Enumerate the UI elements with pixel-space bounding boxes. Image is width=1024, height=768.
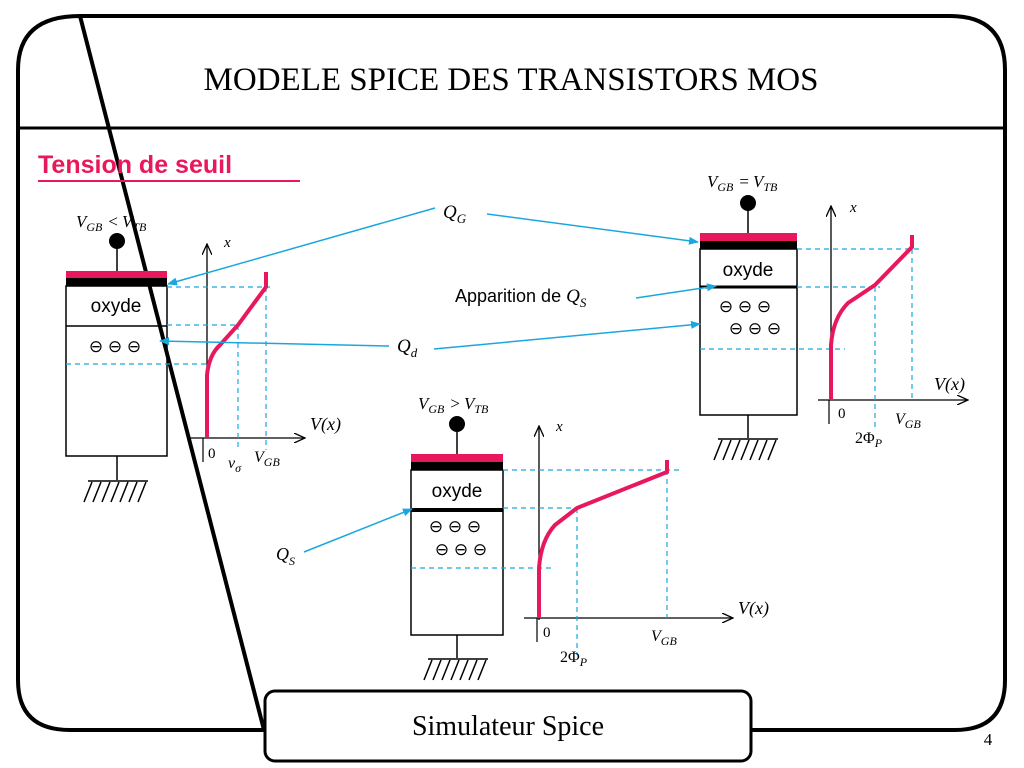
page-title: MODELE SPICE DES TRANSISTORS MOS	[204, 62, 819, 98]
oxide-label: oxyde	[723, 260, 774, 281]
arrow-qs-right	[635, 283, 717, 299]
condition-center: VGB>VTB	[418, 394, 489, 416]
arrow-qd-right	[433, 320, 701, 350]
ground-symbol	[83, 480, 148, 503]
qg-label: QG	[443, 202, 467, 226]
section-subtitle: Tension de seuil	[38, 151, 232, 179]
inversion-charges: ⊖ ⊖ ⊖	[429, 517, 481, 536]
potential-curve	[205, 272, 268, 438]
gate-contact	[109, 233, 125, 249]
device-left: VGB<VTB oxyde ⊖ ⊖ ⊖ x V(x) 0 vσ VGB	[65, 212, 341, 503]
two-phi-label: 2ΦP	[855, 430, 883, 450]
gate-metal	[411, 454, 503, 462]
footer-box: Simulateur Spice	[263, 689, 753, 763]
slide-frame	[16, 13, 1007, 732]
oxide-label: oxyde	[91, 296, 142, 317]
arrow-qg-right	[486, 213, 699, 245]
qd-label: Qd	[397, 336, 418, 360]
arrow-qs-center	[303, 508, 413, 553]
device-center: VGB>VTB oxyde ⊖ ⊖ ⊖ ⊖ ⊖ ⊖ x V(x) 0 VGB	[410, 394, 769, 681]
gate-metal	[700, 233, 797, 241]
axis-label-x: x	[555, 419, 563, 435]
origin-label: 0	[208, 446, 216, 462]
guide-lines	[411, 469, 682, 655]
potential-curve	[537, 460, 669, 618]
axis-label-v: V(x)	[738, 598, 769, 619]
gate-metal	[66, 271, 167, 278]
potential-curve	[829, 235, 914, 400]
origin-label: 0	[838, 406, 846, 422]
axis-label-x: x	[849, 200, 857, 216]
axis-label-v: V(x)	[310, 414, 341, 435]
v-sigma-label: vσ	[228, 455, 242, 475]
axis-label-v: V(x)	[934, 374, 965, 395]
page-number: 4	[984, 730, 993, 749]
arrow-qg-left	[167, 207, 436, 286]
device-right: VGB=VTB oxyde ⊖ ⊖ ⊖ ⊖ ⊖ ⊖ x V(x) 0 VGB	[699, 172, 968, 461]
oxide-label: oxyde	[432, 481, 483, 502]
footer-text: Simulateur Spice	[412, 711, 604, 742]
gate-contact	[449, 416, 465, 432]
ground-symbol	[713, 438, 778, 461]
vgb-label: VGB	[254, 449, 280, 469]
qs-label: QS	[276, 544, 295, 568]
axis-label-x: x	[223, 235, 231, 251]
arrow-qd-left	[159, 337, 390, 347]
guide-lines	[700, 248, 920, 430]
ground-symbol	[423, 658, 488, 681]
inversion-charges: ⊖ ⊖ ⊖	[719, 297, 771, 316]
condition-right: VGB=VTB	[707, 172, 778, 194]
vgb-label: VGB	[651, 628, 677, 648]
two-phi-label: 2ΦP	[560, 649, 588, 669]
condition-left: VGB<VTB	[76, 212, 147, 234]
gate-contact	[740, 195, 756, 211]
vgb-label: VGB	[895, 411, 921, 431]
origin-label: 0	[543, 625, 551, 641]
depletion-charges: ⊖ ⊖ ⊖	[435, 540, 487, 559]
guide-lines	[66, 286, 270, 450]
depletion-charges: ⊖ ⊖ ⊖	[729, 319, 781, 338]
depletion-charges: ⊖ ⊖ ⊖	[89, 337, 141, 356]
